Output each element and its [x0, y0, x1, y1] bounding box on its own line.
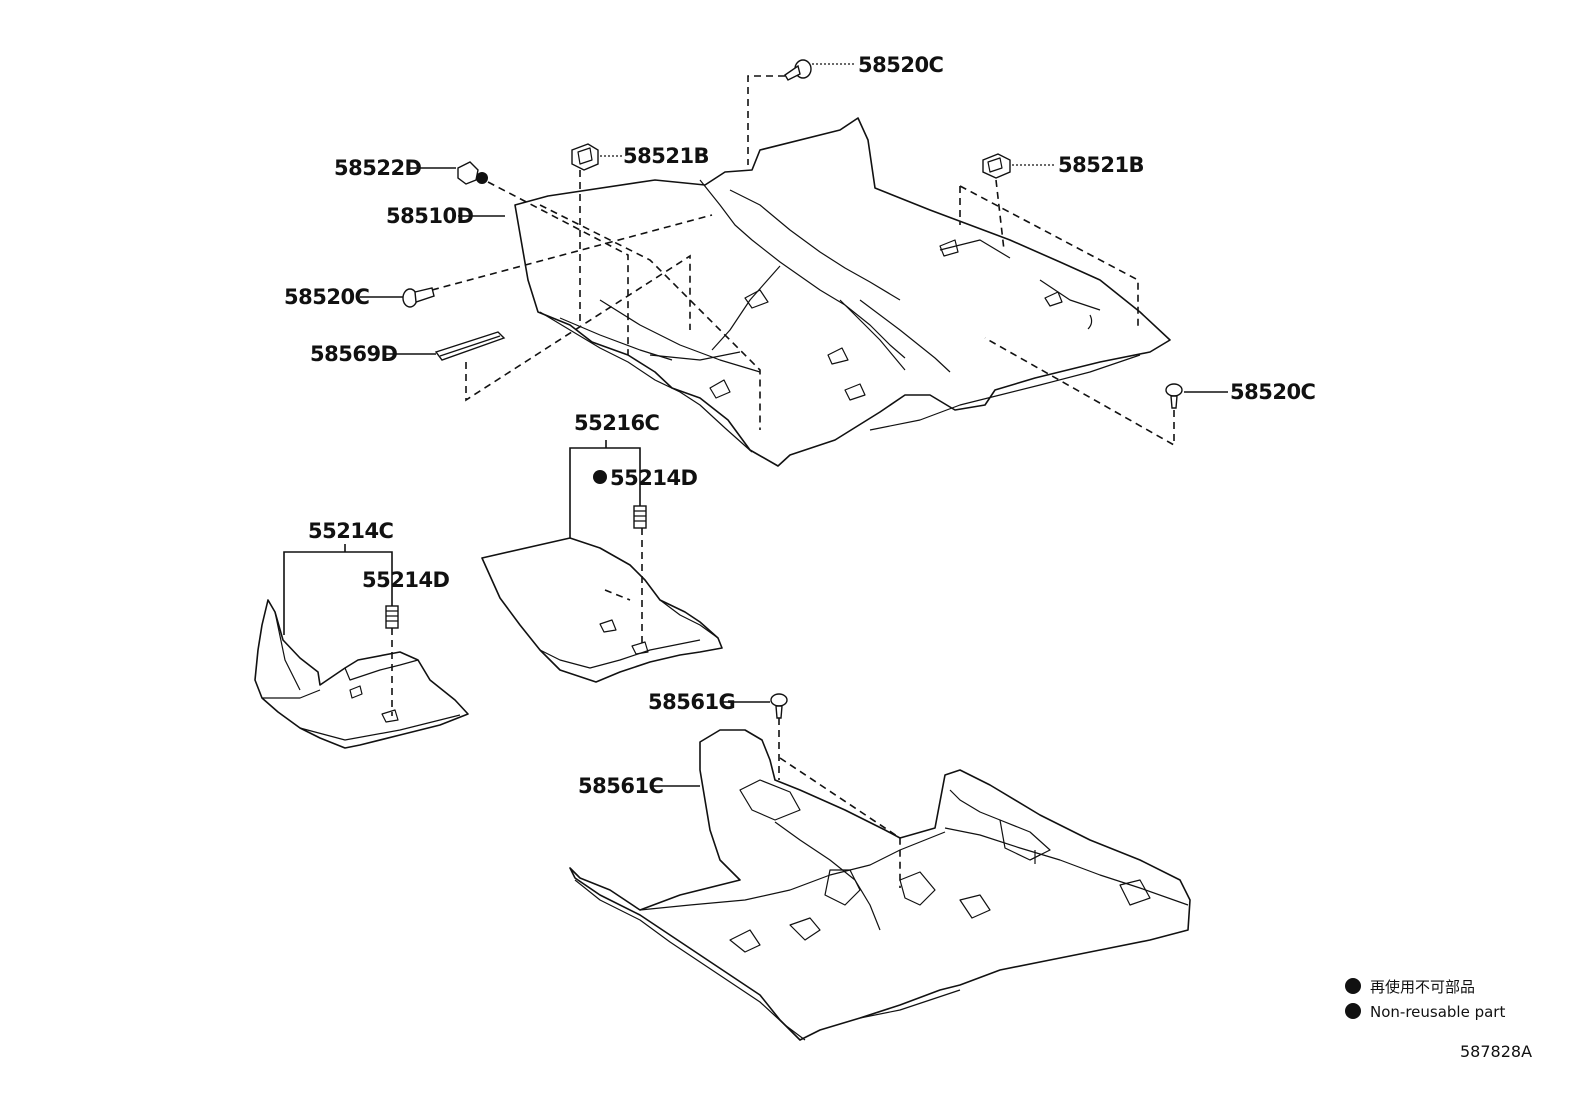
label-58521B-left: 58521B	[623, 144, 709, 168]
callout-labels: 58520C 58521B 58521B 58522D 58510D 58520…	[284, 53, 1316, 798]
floor-mat-55216C	[481, 537, 723, 683]
clip-58561G	[770, 693, 788, 719]
label-58520C-top: 58520C	[858, 53, 944, 77]
label-58561C: 58561C	[578, 774, 664, 798]
label-58520C-left: 58520C	[284, 285, 370, 309]
legend-english: Non-reusable part	[1370, 1003, 1505, 1021]
clip-58520C-right	[1165, 383, 1183, 409]
leader-lines	[283, 63, 1228, 787]
floor-carpet-58561C	[569, 729, 1191, 1041]
label-55214C: 55214C	[308, 519, 394, 543]
label-58510D: 58510D	[386, 204, 474, 228]
label-58521B-right: 58521B	[1058, 153, 1144, 177]
fastener-55214D-mid	[633, 505, 647, 529]
legend: 再使用不可部品 Non-reusable part	[1345, 978, 1505, 1021]
legend-marker-jp	[1345, 978, 1361, 994]
label-58520C-right: 58520C	[1230, 380, 1316, 404]
clip-58521B-left	[571, 143, 599, 171]
label-55216C: 55216C	[574, 411, 660, 435]
label-55214D-mid: 55214D	[610, 466, 698, 490]
label-58569D: 58569D	[310, 342, 398, 366]
label-55214D-left: 55214D	[362, 568, 450, 592]
fastener-55214D-left	[385, 605, 399, 629]
diagram-code: 587828A	[1460, 1042, 1532, 1061]
non-reusable-marker-mid	[593, 470, 607, 484]
floor-carpet-58510D	[514, 117, 1171, 467]
label-58522D: 58522D	[334, 156, 422, 180]
hook-58522D	[457, 161, 488, 185]
floor-mat-55214C	[254, 599, 469, 749]
label-58561G: 58561G	[648, 690, 735, 714]
legend-marker-en	[1345, 1003, 1361, 1019]
retainer-58569D	[434, 331, 506, 361]
clip-58520C-left	[402, 287, 435, 308]
legend-japanese: 再使用不可部品	[1370, 978, 1475, 996]
assembly-lines	[391, 75, 1175, 888]
clip-58521B-right	[982, 153, 1011, 179]
clip-58520C-top	[784, 59, 812, 81]
